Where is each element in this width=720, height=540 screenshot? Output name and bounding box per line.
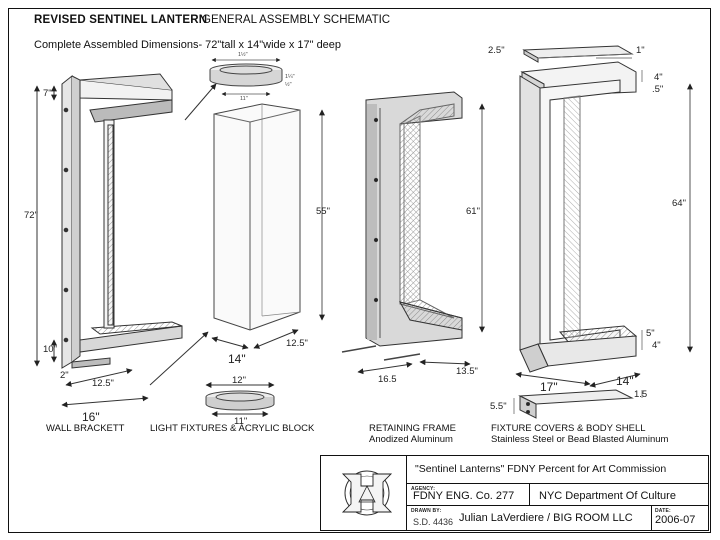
- drawn-by-row: DRAWN BY: S.D. 4436 Julian LaVerdiere / …: [407, 506, 708, 530]
- drawing-subtitle: GENERAL ASSEMBLY SCHEMATIC: [202, 14, 391, 26]
- frame-width-label: 16.5: [378, 374, 397, 385]
- shell-depth-label: 14": [616, 374, 634, 388]
- top-fixture-side-label: 1¼": [285, 74, 295, 80]
- frame-depth-label: 13.5": [456, 366, 478, 377]
- bracket-height-label: 72": [24, 210, 38, 221]
- agency-label: AGENCY:: [411, 486, 436, 492]
- top-fixture-side2-label: ½": [285, 82, 292, 88]
- project-title: "Sentinel Lanterns" FDNY Percent for Art…: [415, 463, 667, 475]
- shell-top-lip-label: .5": [652, 84, 664, 95]
- shell-bottom-cover-label: 5": [646, 328, 655, 339]
- agency-row: AGENCY: FDNY ENG. Co. 277 NYC Department…: [407, 484, 708, 506]
- shell-top-plate-depth-label: 1": [636, 45, 645, 56]
- agency-divider: [529, 484, 531, 506]
- frame-height-label: 61": [466, 206, 480, 217]
- title-block: "Sentinel Lanterns" FDNY Percent for Art…: [320, 455, 709, 531]
- block-width-label: 14": [228, 352, 246, 366]
- lower-fixture-inner-label: 11": [234, 416, 248, 427]
- bracket-top-label: 7": [43, 88, 52, 99]
- fixtures-caption: LIGHT FIXTURES & ACRYLIC BLOCK: [150, 423, 315, 434]
- retaining-frame-drawing: [341, 91, 485, 375]
- shell-caption: FIXTURE COVERS & BODY SHELL: [491, 423, 646, 434]
- block-height-label: 55": [316, 206, 330, 217]
- bracket-bottom-label: 10": [43, 344, 57, 355]
- shell-plate-height-label: 1.5: [634, 389, 648, 400]
- date-divider: [651, 506, 653, 530]
- project-cell: "Sentinel Lanterns" FDNY Percent for Art…: [407, 456, 708, 484]
- frame-caption: RETAINING FRAME: [369, 423, 456, 434]
- shell-top-plate-height-label: 2.5": [488, 45, 505, 56]
- shell-width-label: 17": [540, 380, 558, 394]
- top-fixture-inner-label: 11": [240, 96, 248, 102]
- bracket-width-label: 16": [82, 410, 100, 424]
- drawn-by-value: Julian LaVerdiere / BIG ROOM LLC: [459, 512, 633, 524]
- date-label: DATE:: [655, 508, 671, 514]
- department-value: NYC Department Of Culture: [539, 490, 676, 502]
- drawn-by-number: S.D. 4436: [413, 517, 454, 527]
- acrylic-block-drawing: [149, 57, 325, 417]
- agency-value: FDNY ENG. Co. 277: [413, 490, 515, 502]
- bracket-base-label: 2": [60, 370, 69, 381]
- drawn-by-label: DRAWN BY:: [411, 508, 442, 514]
- shell-top-cover-label: 4": [654, 72, 663, 83]
- shell-height-label: 64": [672, 198, 686, 209]
- wall-bracket-drawing: [34, 73, 183, 408]
- top-fixture-outer-label: 1½": [238, 52, 248, 58]
- lower-fixture-outer-label: 12": [232, 375, 246, 386]
- union-logo: [321, 456, 407, 530]
- bracket-caption: WALL BRACKETT: [46, 423, 125, 434]
- date-value: 2006-07: [655, 514, 696, 526]
- bracket-depth-label: 12.5": [92, 378, 114, 389]
- shell-plate-depth-label: 5.5": [490, 401, 507, 412]
- sheet-border: [8, 8, 711, 533]
- frame-material: Anodized Aluminum: [369, 434, 453, 445]
- union-seal-icon: [341, 470, 393, 516]
- shell-bottom-lip-label: 4": [652, 340, 661, 351]
- drawing-title: REVISED SENTINEL LANTERN: [34, 14, 208, 26]
- shell-material: Stainless Steel or Bead Blasted Aluminum: [491, 434, 669, 445]
- body-shell-drawing: [513, 45, 693, 419]
- assembled-dimensions: Complete Assembled Dimensions- 72"tall x…: [34, 39, 342, 51]
- block-depth-label: 12.5": [286, 338, 308, 349]
